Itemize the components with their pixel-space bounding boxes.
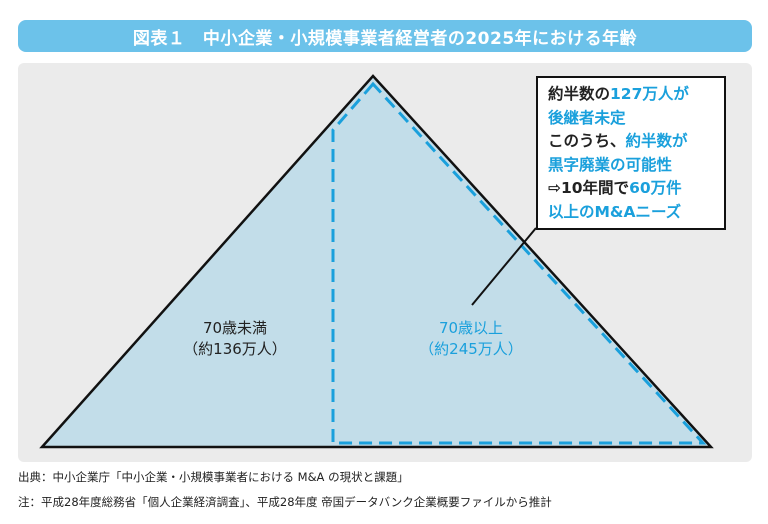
note-line: 約半数の127万人が — [548, 83, 718, 107]
note-highlight-text: 以上のM&Aニーズ — [548, 202, 682, 221]
note-footnote: 注：平成28年度総務省「個人企業経済調査」、平成28年度 帝国データバンク企業概… — [18, 495, 552, 509]
note-line: このうち、約半数が — [548, 130, 718, 154]
segment-under-70-value: （約136万人） — [183, 340, 287, 358]
segment-over-70-name: 70歳以上 — [438, 319, 504, 337]
note-highlight-text: 黒字廃業の可能性 — [548, 155, 673, 174]
source-footnote: 出典：中小企業庁「中小企業・小規模事業者における M&A の現状と課題」 — [18, 470, 409, 484]
segment-over-70-value: （約245万人） — [419, 340, 523, 358]
segment-over-70-label: 70歳以上 （約245万人） — [396, 318, 546, 360]
pyramid-triangle — [39, 74, 714, 449]
note-line: 黒字廃業の可能性 — [548, 154, 718, 178]
note-text: このうち、 — [548, 132, 626, 150]
over-70-region-outline — [331, 81, 707, 445]
note-line: 以上のM&Aニーズ — [548, 201, 718, 225]
figure-title: 図表１ 中小企業・小規模事業者経営者の2025年における年齢 — [132, 28, 638, 49]
note-highlight-text: 127万人が — [610, 85, 689, 103]
note-text: 約半数の — [548, 85, 611, 103]
segment-under-70-name: 70歳未満 — [202, 319, 268, 337]
segment-under-70-label: 70歳未満 （約136万人） — [160, 318, 310, 360]
note-highlight-text: 約半数が — [625, 132, 688, 150]
title-bar: 図表１ 中小企業・小規模事業者経営者の2025年における年齢 — [18, 20, 752, 52]
note-line: 後継者未定 — [548, 107, 718, 131]
note-pointer-line — [471, 227, 537, 306]
note-highlight-text: 60万件 — [629, 179, 682, 197]
note-line: ⇨10年間で60万件 — [548, 177, 718, 201]
note-highlight-text: 後継者未定 — [548, 108, 626, 127]
note-text: ⇨10年間で — [548, 179, 630, 197]
callout-note: 約半数の127万人が後継者未定このうち、約半数が黒字廃業の可能性⇨10年間で60… — [536, 76, 726, 230]
